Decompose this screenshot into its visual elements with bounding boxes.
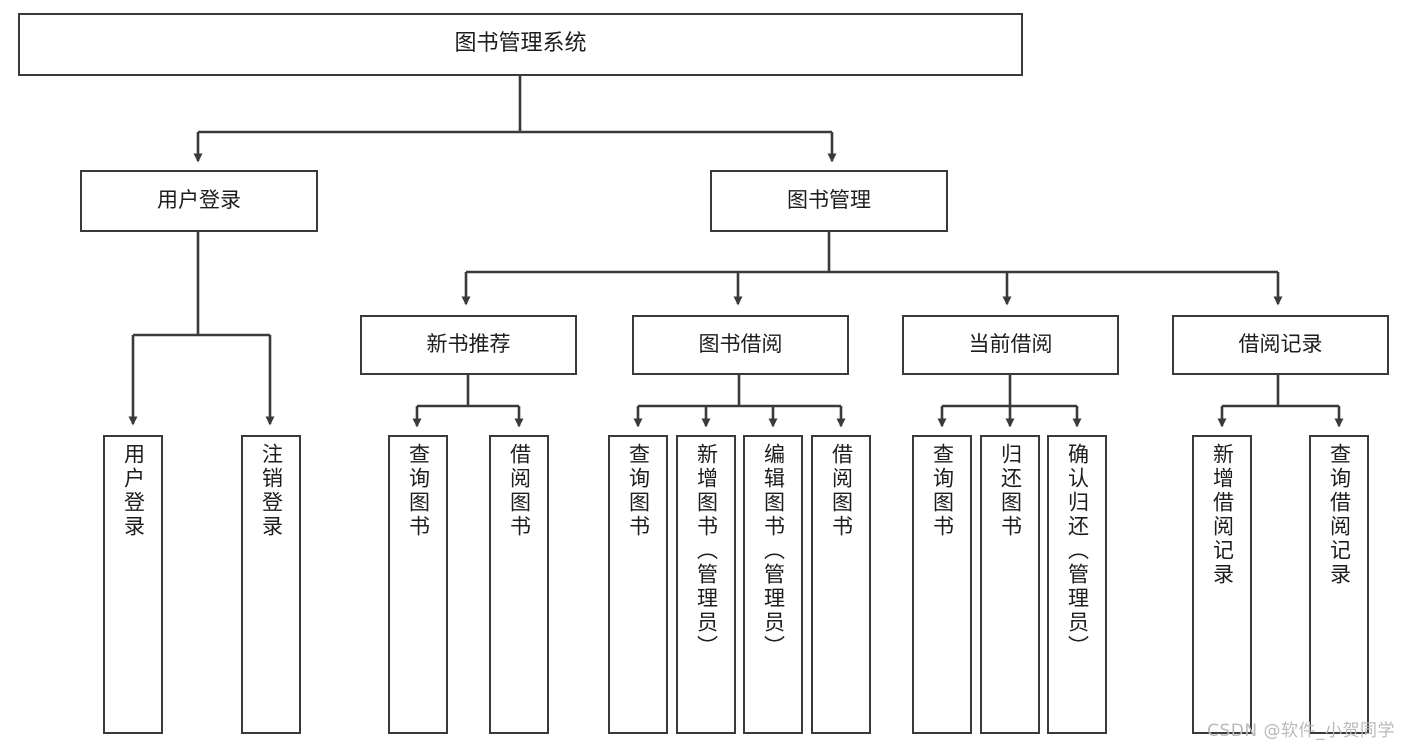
node-label: 编辑图书（管理员） [761,443,786,659]
node-label: 新增图书（管理员） [694,443,719,659]
node-label: 查询图书 [626,443,651,539]
node-label: 查询图书 [406,443,431,539]
node-label: 用户登录 [157,188,241,213]
node-book-management[interactable]: 图书管理 [710,170,948,232]
node-borrow-records[interactable]: 借阅记录 [1172,315,1389,375]
node-user-login[interactable]: 用户登录 [80,170,318,232]
node-label: 借阅记录 [1238,332,1323,357]
leaf-user-login[interactable]: 用户登录 [103,435,163,734]
leaf-borrow-query-book[interactable]: 查询图书 [608,435,668,734]
node-label: 确认归还（管理员） [1065,443,1090,659]
node-label: 借阅图书 [829,443,854,539]
leaf-user-logout[interactable]: 注销登录 [241,435,301,734]
leaf-borrow-edit-book[interactable]: 编辑图书（管理员） [743,435,803,734]
leaf-borrow-add-book[interactable]: 新增图书（管理员） [676,435,736,734]
node-label: 归还图书 [998,443,1023,539]
node-label: 借阅图书 [507,443,532,539]
leaf-new-query-book[interactable]: 查询图书 [388,435,448,734]
node-label: 当前借阅 [968,332,1053,357]
node-label: 新书推荐 [426,332,511,357]
node-root-system[interactable]: 图书管理系统 [18,13,1023,76]
watermark-text: CSDN @软件_小贺同学 [1207,721,1395,741]
leaf-current-confirm-return[interactable]: 确认归还（管理员） [1047,435,1107,734]
leaf-record-query[interactable]: 查询借阅记录 [1309,435,1369,734]
node-label: 图书管理 [787,188,871,213]
leaf-current-return-book[interactable]: 归还图书 [980,435,1040,734]
node-label: 查询借阅记录 [1327,443,1352,587]
node-label: 查询图书 [930,443,955,539]
leaf-record-add[interactable]: 新增借阅记录 [1192,435,1252,734]
node-label: 新增借阅记录 [1210,443,1235,587]
node-label: 图书管理系统 [454,31,587,57]
node-new-book-recommend[interactable]: 新书推荐 [360,315,577,375]
leaf-borrow-borrow-book[interactable]: 借阅图书 [811,435,871,734]
node-label: 图书借阅 [698,332,783,357]
node-current-borrow[interactable]: 当前借阅 [902,315,1119,375]
node-label: 注销登录 [259,443,284,539]
leaf-new-borrow-book[interactable]: 借阅图书 [489,435,549,734]
node-book-borrow[interactable]: 图书借阅 [632,315,849,375]
leaf-current-query-book[interactable]: 查询图书 [912,435,972,734]
node-label: 用户登录 [121,443,146,539]
